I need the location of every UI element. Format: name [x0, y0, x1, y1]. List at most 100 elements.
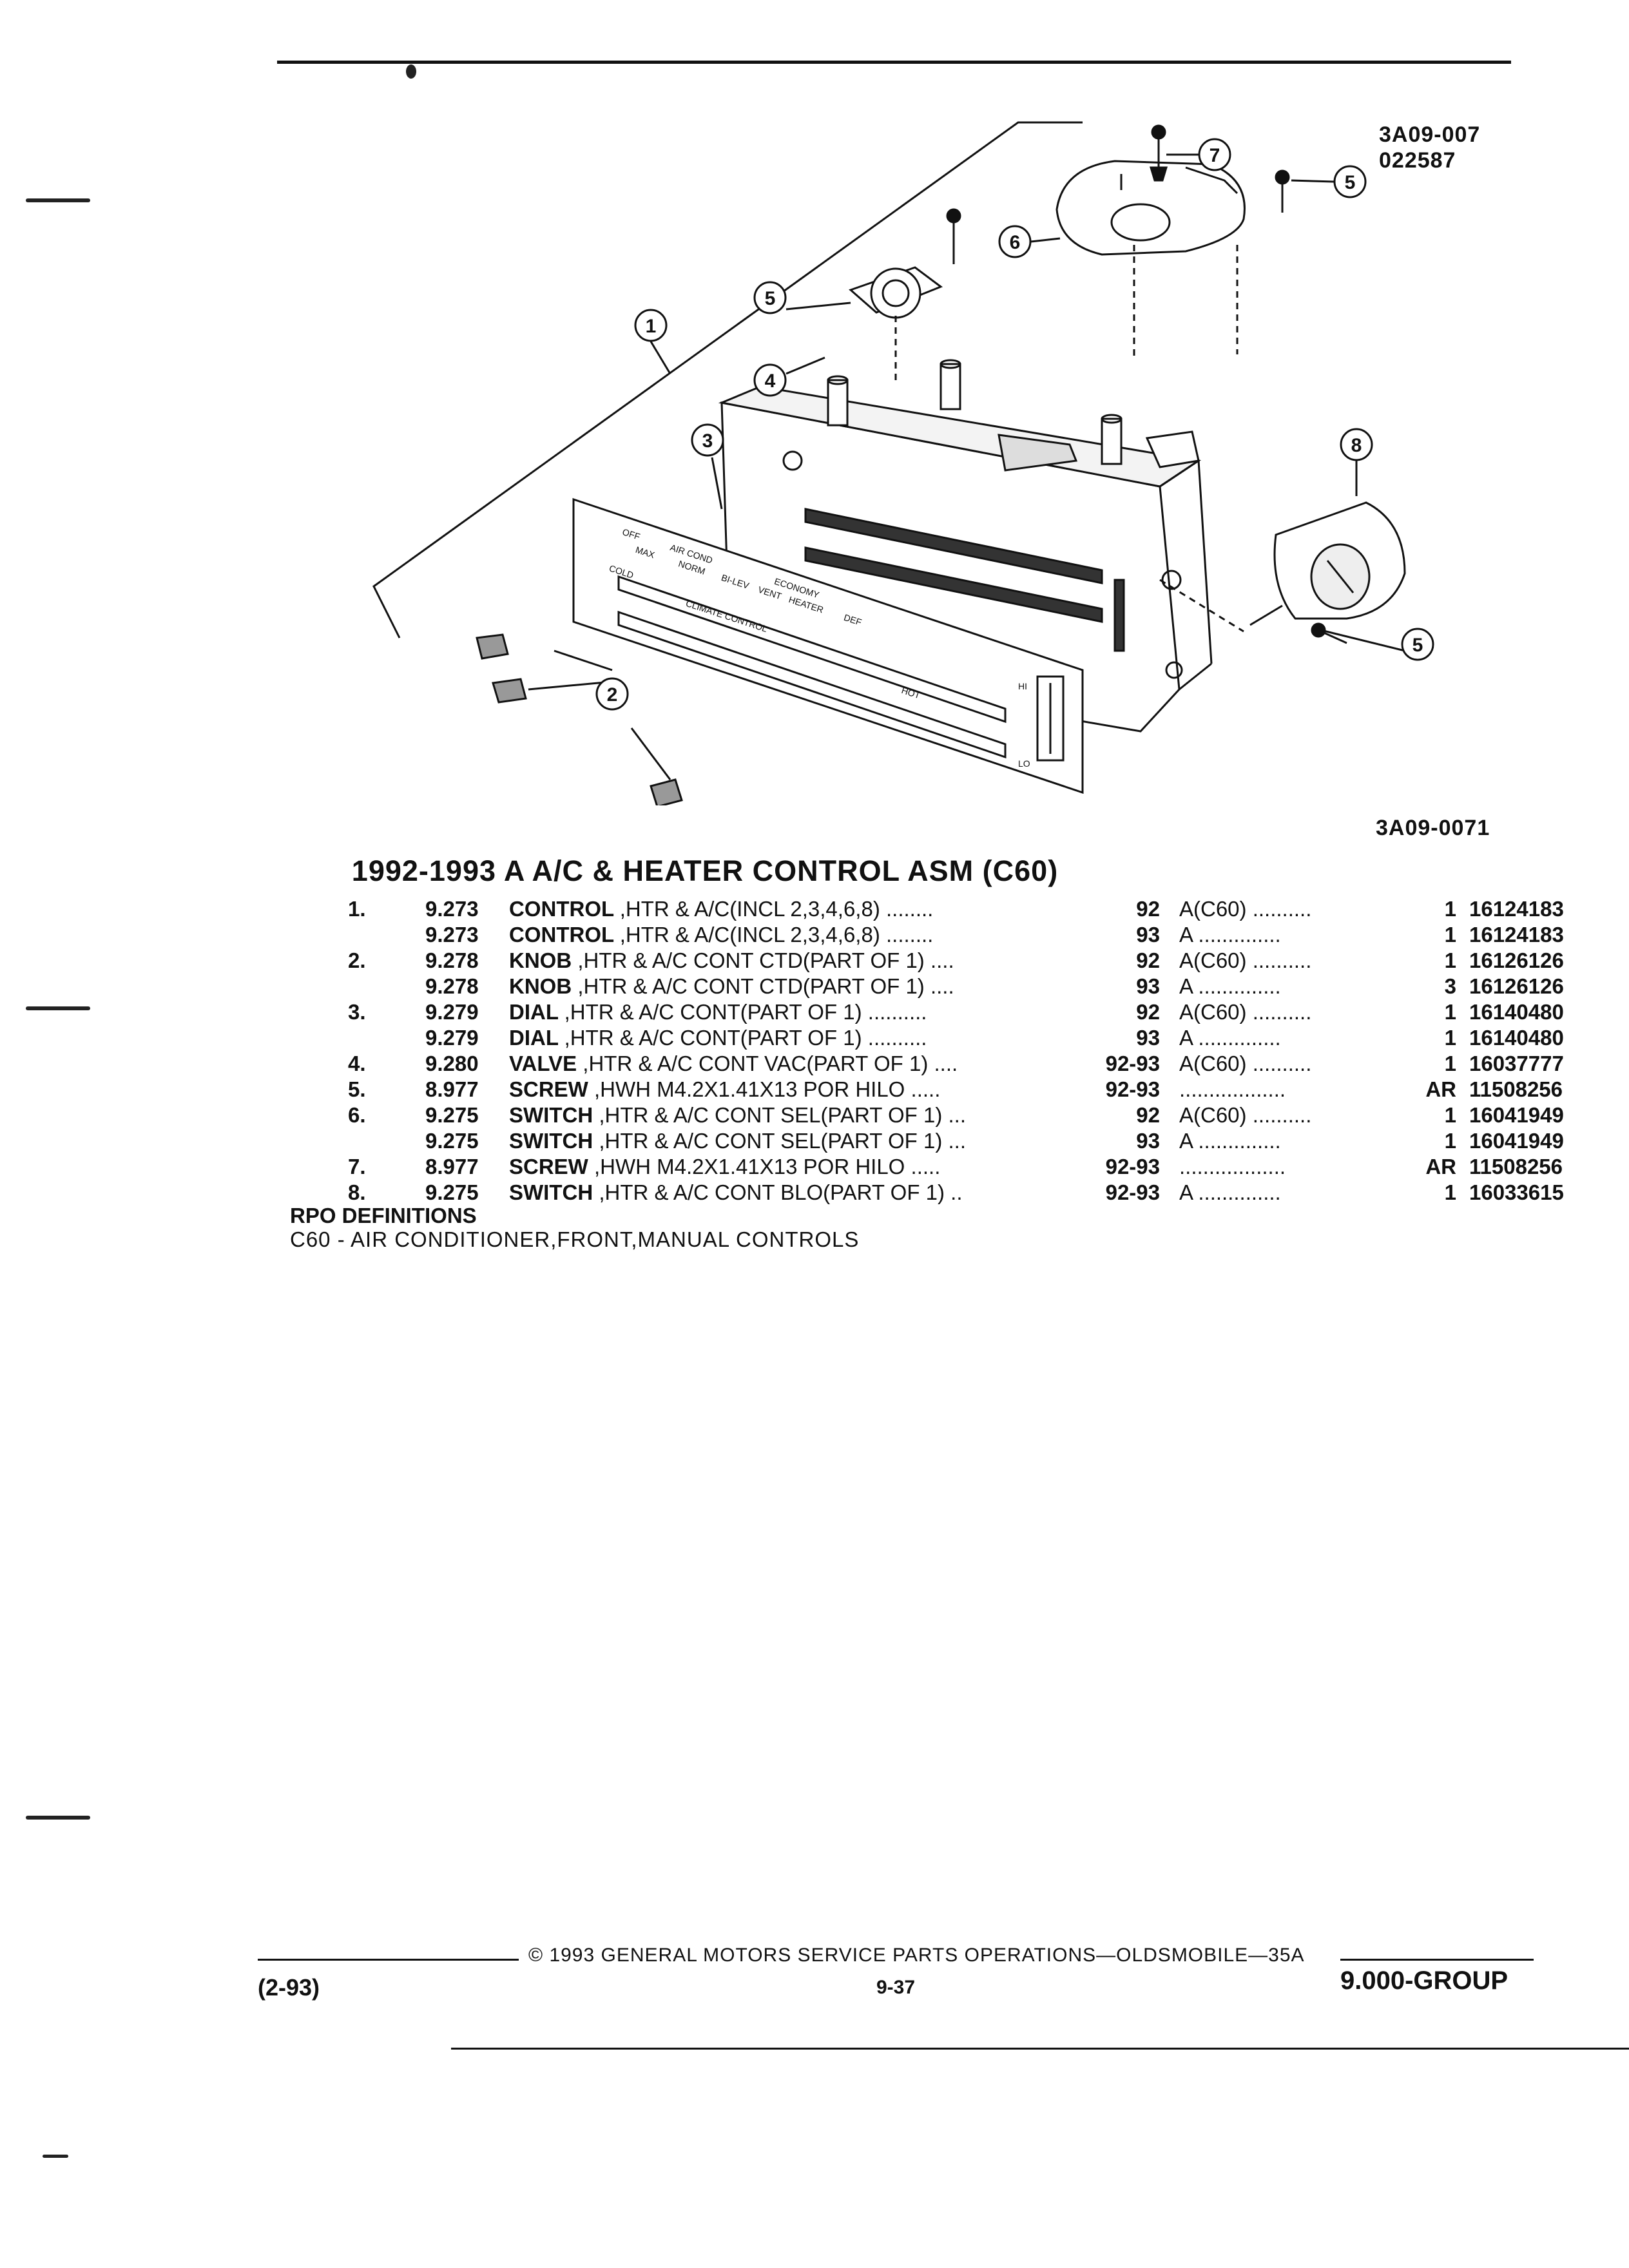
assembly-leader-line — [372, 121, 1083, 639]
assembly-title: 1992-1993 A A/C & HEATER CONTROL ASM (C6… — [0, 854, 1629, 888]
rpo-heading: RPO DEFINITIONS — [290, 1204, 477, 1227]
quantity: 1 — [1444, 1052, 1456, 1075]
vacuum-valve-item-4 — [849, 266, 943, 380]
group-number: 9.279 — [425, 1000, 479, 1024]
part-detail: ,HTR & A/C CONT CTD(PART OF 1) .... — [577, 974, 954, 998]
mounting-hole — [782, 450, 803, 471]
mounting-post — [940, 363, 961, 410]
part-detail: ,HTR & A/C(INCL 2,3,4,6,8) ........ — [619, 897, 934, 921]
item-number: 7. — [348, 1155, 366, 1178]
selector-switch-item-6 — [1055, 160, 1246, 361]
callout-5-bottom: 5 — [1401, 628, 1434, 661]
quantity: 3 — [1444, 974, 1456, 998]
mounting-post — [827, 379, 849, 427]
model-years: 92 — [1136, 1000, 1160, 1024]
option-code: A(C60) .......... — [1179, 948, 1312, 972]
part-number: 16033615 — [1469, 1180, 1564, 1204]
quantity: 1 — [1444, 923, 1456, 947]
callout-6: 6 — [998, 225, 1032, 258]
mounting-hole — [1165, 661, 1183, 679]
svg-text:5: 5 — [1412, 635, 1423, 656]
callout-7: 7 — [1198, 138, 1231, 171]
svg-text:7: 7 — [1210, 145, 1220, 166]
group-label: 9.000-GROUP — [1340, 1966, 1509, 1995]
callout-2: 2 — [595, 677, 629, 711]
quantity: AR — [1425, 1077, 1456, 1101]
parts-row: 4. 9.280 VALVE ,HTR & A/C CONT VAC(PART … — [348, 1052, 1564, 1077]
item-number: 3. — [348, 1000, 366, 1024]
parts-row: 9.273 CONTROL ,HTR & A/C(INCL 2,3,4,6,8)… — [348, 923, 1564, 948]
panel-label-hi: HI — [1018, 681, 1027, 691]
part-detail: ,HTR & A/C CONT VAC(PART OF 1) .... — [583, 1052, 958, 1075]
group-number: 9.273 — [425, 923, 479, 947]
part-description: SWITCH ,HTR & A/C CONT BLO(PART OF 1) .. — [509, 1180, 963, 1205]
part-name: SWITCH — [509, 1129, 593, 1153]
part-description: SCREW ,HWH M4.2X1.41X13 POR HILO ..... — [509, 1077, 940, 1102]
ref-code-top: 3A09-007 — [1379, 122, 1481, 147]
part-description: SCREW ,HWH M4.2X1.41X13 POR HILO ..... — [509, 1155, 940, 1179]
part-number: 16126126 — [1469, 948, 1564, 972]
blower-switch-item-8 — [1159, 501, 1406, 633]
model-years: 92-93 — [1105, 1155, 1160, 1178]
panel-label-lo: LO — [1018, 758, 1030, 769]
svg-text:6: 6 — [1010, 232, 1021, 253]
part-name: SCREW — [509, 1155, 588, 1178]
model-years: 92-93 — [1105, 1052, 1160, 1075]
housing-slot — [804, 546, 1103, 623]
parts-row: 6. 9.275 SWITCH ,HTR & A/C CONT SEL(PART… — [348, 1103, 1564, 1129]
part-description: DIAL ,HTR & A/C CONT(PART OF 1) ........… — [509, 1000, 927, 1024]
part-name: CONTROL — [509, 923, 614, 947]
screw-item-5-bottom — [1311, 622, 1347, 644]
part-name: SWITCH — [509, 1103, 593, 1127]
part-description: KNOB ,HTR & A/C CONT CTD(PART OF 1) .... — [509, 974, 954, 999]
quantity: 1 — [1444, 1000, 1456, 1024]
top-rule — [277, 61, 1511, 64]
part-name: KNOB — [509, 948, 572, 972]
callout-4: 4 — [753, 363, 787, 397]
part-name: DIAL — [509, 1000, 559, 1024]
group-number: 8.977 — [425, 1077, 479, 1101]
callout-5-right: 5 — [1333, 165, 1367, 198]
item-number: 8. — [348, 1180, 366, 1204]
quantity: 1 — [1444, 1103, 1456, 1127]
part-name: KNOB — [509, 974, 572, 998]
option-code: A .............. — [1179, 1129, 1281, 1153]
footer-date: (2-93) — [258, 1974, 320, 2001]
part-number: 16124183 — [1469, 897, 1564, 921]
part-description: KNOB ,HTR & A/C CONT CTD(PART OF 1) .... — [509, 948, 954, 973]
part-detail: ,HTR & A/C CONT CTD(PART OF 1) .... — [577, 948, 954, 972]
housing-slot — [804, 508, 1103, 584]
svg-text:5: 5 — [765, 288, 776, 309]
item-number: 5. — [348, 1077, 366, 1101]
parts-list: 1. 9.273 CONTROL ,HTR & A/C(INCL 2,3,4,6… — [348, 897, 1564, 1206]
screw-item-7 — [1149, 124, 1168, 182]
group-number: 9.273 — [425, 897, 479, 921]
model-years: 92 — [1136, 897, 1160, 921]
part-detail: ,HWH M4.2X1.41X13 POR HILO ..... — [594, 1155, 941, 1178]
assembly-title-text: 1992-1993 A A/C & HEATER CONTROL ASM (C6… — [351, 854, 1059, 887]
part-description: CONTROL ,HTR & A/C(INCL 2,3,4,6,8) .....… — [509, 897, 933, 921]
housing-slot-vertical — [1113, 579, 1125, 652]
option-code: A .............. — [1179, 923, 1281, 947]
model-years: 92 — [1136, 948, 1160, 972]
part-number: 11508256 — [1469, 1155, 1563, 1178]
part-number: 16037777 — [1469, 1052, 1564, 1075]
model-years: 93 — [1136, 1026, 1160, 1050]
page-number: 9-37 — [876, 1977, 916, 1998]
ref-code-bottom: 3A09-0071 — [1376, 816, 1490, 840]
option-code: .................. — [1179, 1155, 1286, 1178]
group-number: 9.275 — [425, 1129, 479, 1153]
quantity: 1 — [1444, 1180, 1456, 1204]
part-name: DIAL — [509, 1026, 559, 1050]
option-code: A .............. — [1179, 974, 1281, 998]
option-code: A(C60) .......... — [1179, 1103, 1312, 1127]
group-number: 8.977 — [425, 1155, 479, 1178]
item-number: 1. — [348, 897, 366, 921]
rpo-definition: C60 - AIR CONDITIONER,FRONT,MANUAL CONTR… — [290, 1227, 860, 1251]
quantity: 1 — [1444, 897, 1456, 921]
part-number: 16140480 — [1469, 1000, 1564, 1024]
screw-item-5-right — [1275, 169, 1290, 213]
part-description: SWITCH ,HTR & A/C CONT SEL(PART OF 1) ..… — [509, 1129, 966, 1153]
option-code: A(C60) .......... — [1179, 1000, 1312, 1024]
part-number: 16140480 — [1469, 1026, 1564, 1050]
